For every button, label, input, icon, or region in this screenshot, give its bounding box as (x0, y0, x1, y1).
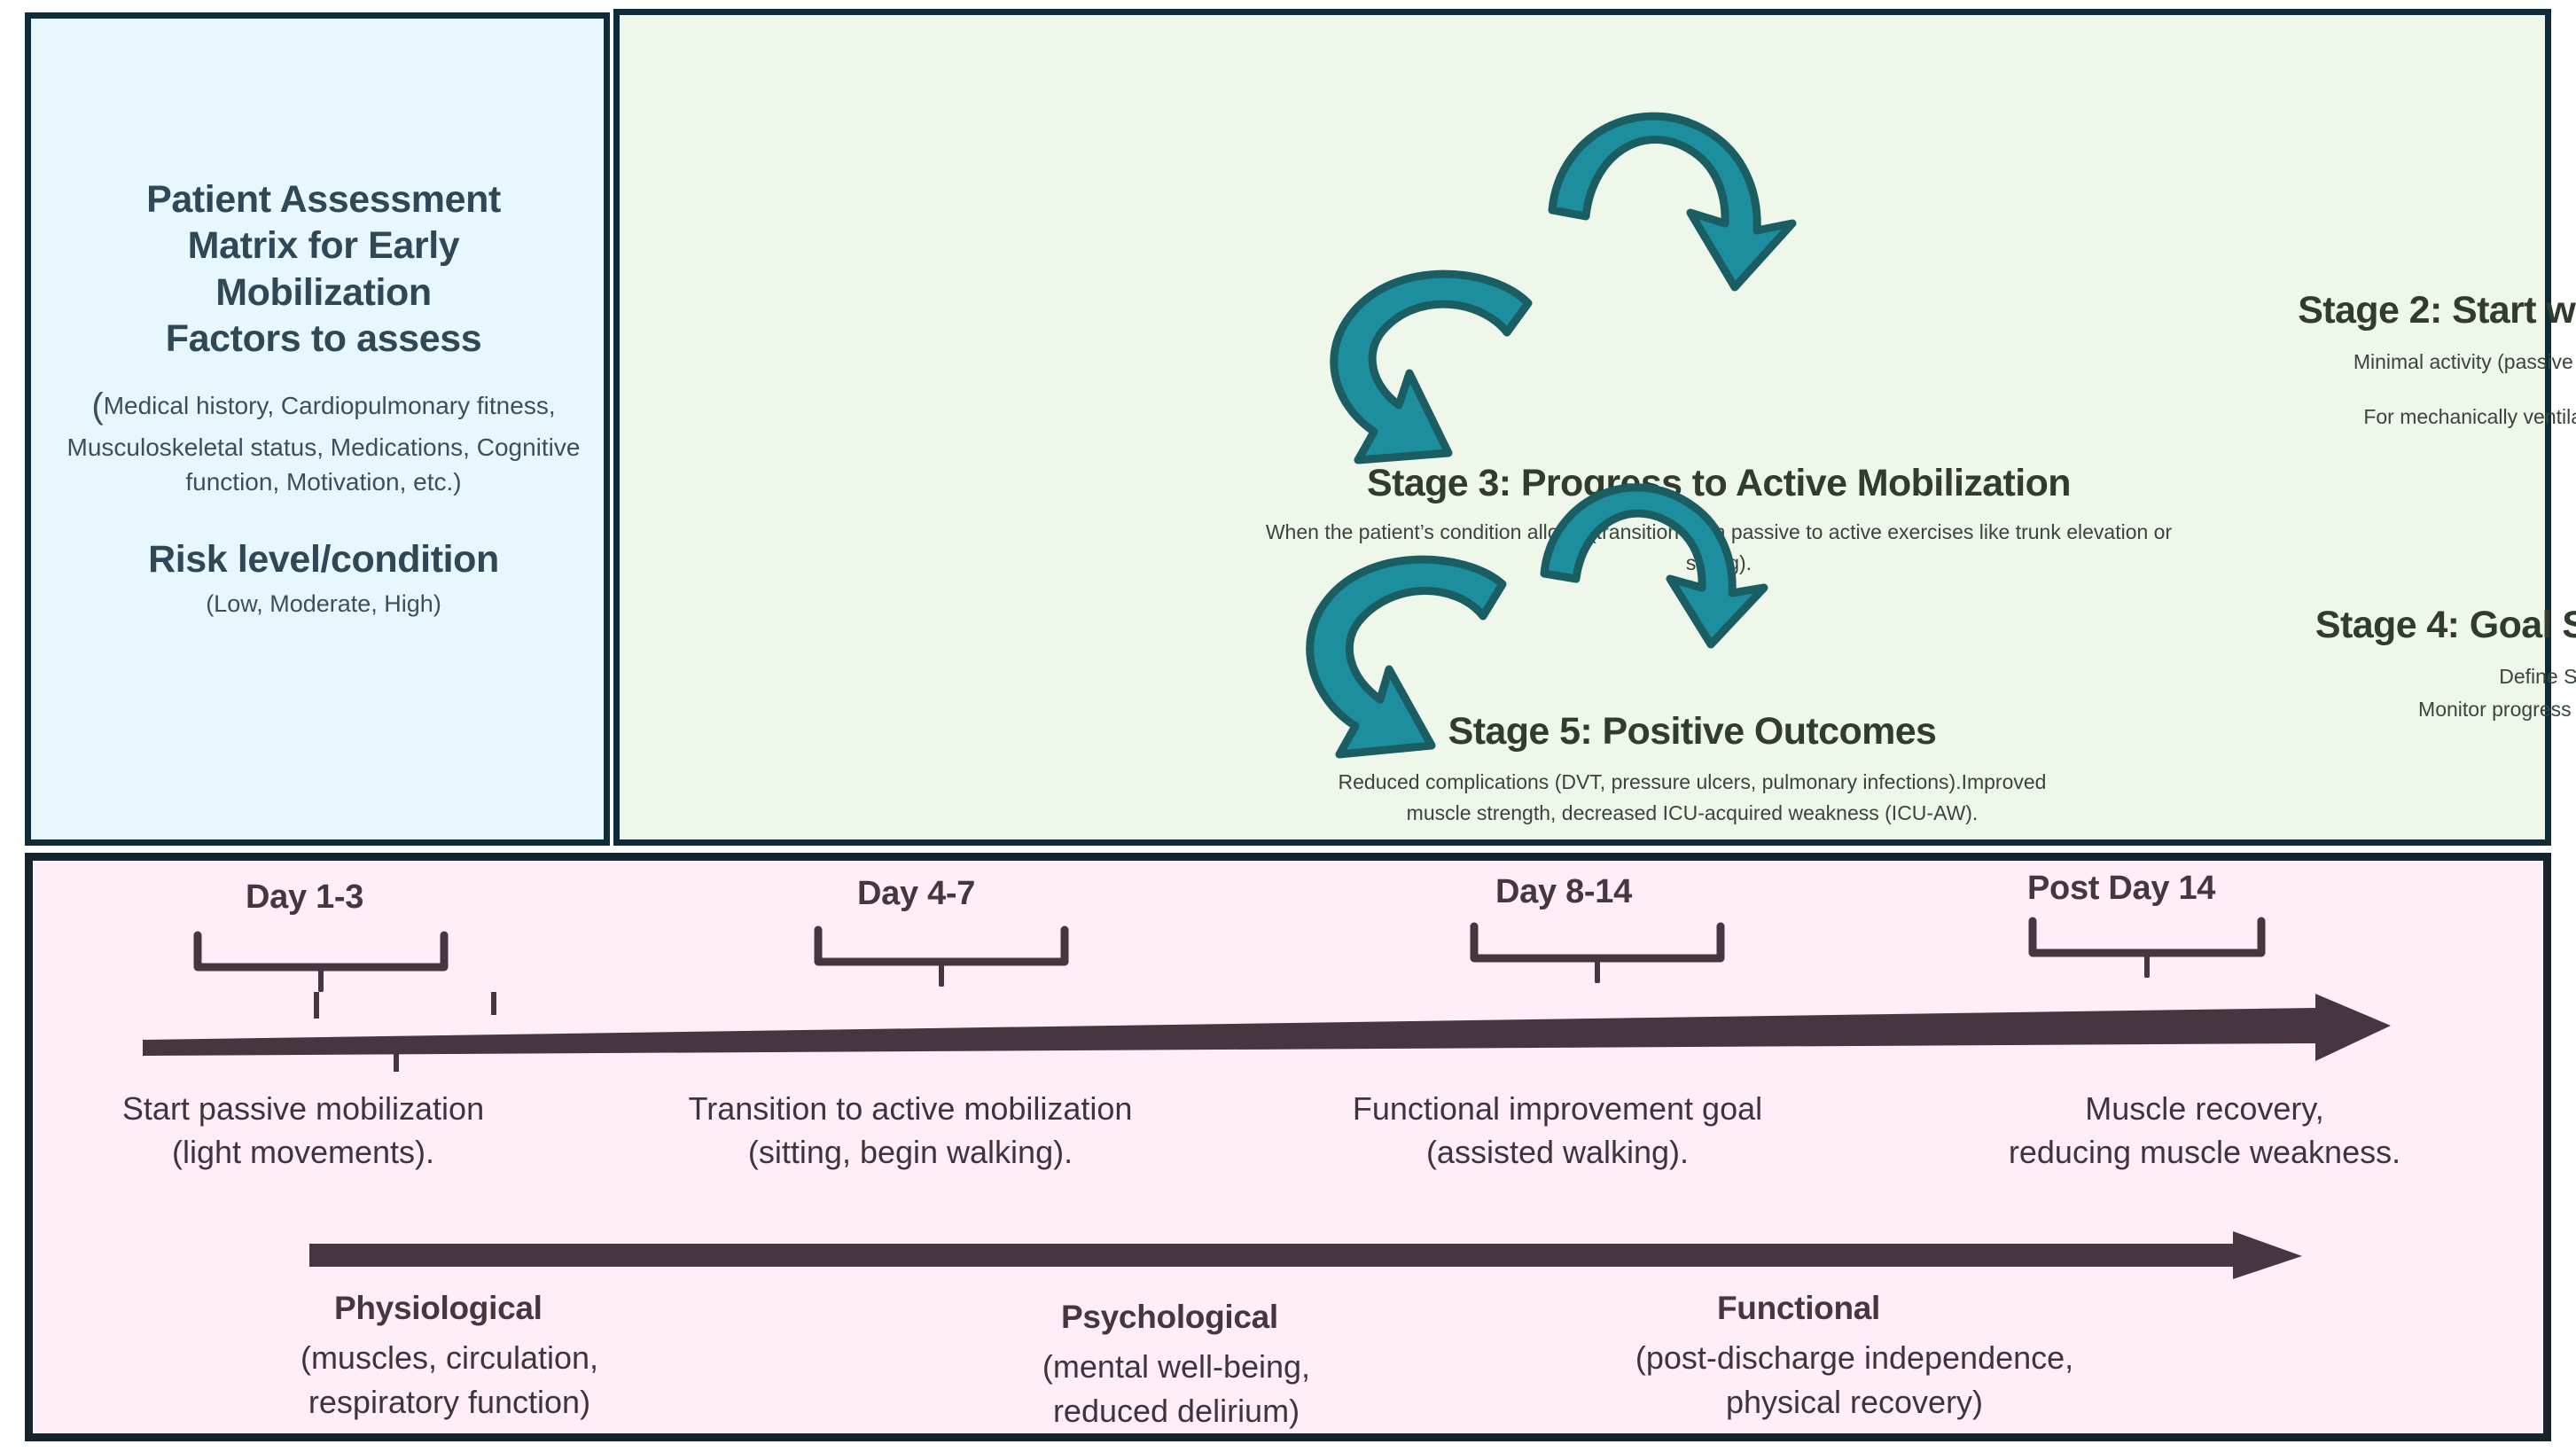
stage-5-body: Reduced complications (DVT, pressure ulc… (1222, 767, 2162, 828)
stage-4-line1: Define SMART and FITT goals. (2499, 665, 2576, 689)
stage-4-line2: Monitor progress (muscle strength, mobil… (2418, 698, 2576, 722)
category-sub-functional-line2: physical recovery) (1725, 1384, 1984, 1421)
stage-5-line2: muscle strength, decreased ICU-acquired … (1406, 800, 1979, 824)
right-arrow-icon-categories (309, 1231, 2302, 1279)
category-title-physiological: Physiological (334, 1290, 543, 1326)
stage-5-line1: Reduced complications (DVT, pressure ulc… (1338, 770, 2047, 794)
curved-arrow-icon-to-stage2 (1548, 112, 1797, 292)
stage-4-block: Stage 4: Goal Setting and Adaptation Def… (2180, 604, 2576, 726)
category-sub-physiological-line2: respiratory function) (308, 1384, 591, 1421)
timeline-label-post-day-14: Post Day 14 (2027, 870, 2216, 907)
patient-assessment-panel: Patient Assessment Matrix for Early Mobi… (25, 12, 610, 846)
timeline-desc-day-1-3-line1: Start passive mobilization (121, 1090, 485, 1127)
stage-2-line2: For mechanically ventilated or extracorp… (2363, 404, 2576, 428)
timeline-desc-day-4-7: Transition to active mobilization (sitti… (582, 1088, 1238, 1174)
timeline-desc-post-day-14: Muscle recovery, reducing muscle weaknes… (1868, 1088, 2541, 1174)
category-title-psychological: Psychological (1061, 1299, 1278, 1335)
category-sub-physiological-line1: (muscles, circulation, (300, 1339, 599, 1376)
category-sub-functional: (post-discharge independence, physical r… (1487, 1336, 2222, 1425)
curved-arrow-icon-to-stage4 (1540, 483, 1768, 649)
category-sub-psychological: (mental well-being, reduced delirium) (884, 1345, 1469, 1434)
category-sub-functional-line1: (post-discharge independence, (1635, 1339, 2074, 1376)
category-sub-physiological: (muscles, circulation, respiratory funct… (166, 1336, 733, 1425)
stage-2-line1: Minimal activity (passive movements, pos… (2353, 350, 2576, 374)
stage-4-body: Define SMART and FITT goals. Monitor pro… (2180, 660, 2576, 726)
range-bracket-icon-day-8-14 (1470, 922, 1725, 983)
stage-4-title: Stage 4: Goal Setting and Adaptation (2314, 604, 2576, 646)
stage-2-title: Stage 2: Start with Passive Mobilization (2298, 289, 2576, 332)
timeline-desc-day-1-3: Start passive mobilization (light moveme… (33, 1088, 574, 1174)
range-bracket-icon-day-1-3 (193, 931, 449, 992)
timeline-desc-post-day-14-line2: reducing muscle weakness. (2008, 1133, 2401, 1170)
assessment-content: Patient Assessment Matrix for Early Mobi… (66, 176, 581, 618)
stages-panel: Stage 2: Start with Passive Mobilization… (613, 9, 2576, 846)
stage-2-body: Minimal activity (passive movements, pos… (2180, 347, 2576, 432)
risk-level-values: (Low, Moderate, High) (206, 590, 441, 618)
timeline-desc-day-4-7-line1: Transition to active mobilization (688, 1090, 1133, 1127)
stage-2-block: Stage 2: Start with Passive Mobilization… (2180, 289, 2576, 432)
range-bracket-icon-post-day-14 (2028, 917, 2266, 978)
timeline-label-day-4-7: Day 4-7 (857, 875, 976, 912)
open-paren: ( (91, 386, 104, 425)
assessment-title: Patient Assessment Matrix for Early Mobi… (146, 178, 501, 361)
timeline-label-day-1-3: Day 1-3 (246, 878, 364, 916)
timeline-desc-day-8-14-line2: (assisted walking). (1425, 1133, 1690, 1170)
timeline-desc-post-day-14-line1: Muscle recovery, (2085, 1090, 2324, 1127)
timeline-desc-day-4-7-line2: (sitting, begin walking). (747, 1133, 1073, 1170)
category-sub-psychological-line1: (mental well-being, (1042, 1348, 1311, 1385)
curved-arrow-icon-to-stage3 (1330, 269, 1533, 464)
timeline-desc-day-1-3-line2: (light movements). (171, 1133, 435, 1170)
category-title-functional: Functional (1717, 1290, 1881, 1326)
spacer (2180, 378, 2576, 402)
assessment-factors-text: Medical history, Cardiopulmonary fitness… (66, 391, 581, 496)
timeline-panel: Day 1-3 Day 4-7 Day 8-14 Post Day 14 (25, 853, 2551, 1441)
timeline-desc-day-8-14: Functional improvement goal (assisted wa… (1247, 1088, 1868, 1174)
timeline-label-day-8-14: Day 8-14 (1495, 873, 1632, 910)
stage-3-title: Stage 3: Progress to Active Mobilization (1367, 462, 2072, 504)
category-sub-psychological-line2: reduced delirium) (1052, 1393, 1300, 1430)
right-arrow-icon-timeline (143, 992, 2391, 1072)
timeline-desc-day-8-14-line1: Functional improvement goal (1352, 1090, 1763, 1127)
range-bracket-icon-day-4-7 (814, 925, 1069, 987)
stage-5-title: Stage 5: Positive Outcomes (1448, 710, 1937, 753)
stage-5-block: Stage 5: Positive Outcomes Reduced compl… (1222, 710, 2162, 828)
curved-arrow-icon-to-stage5 (1306, 555, 1507, 759)
risk-level-title: Risk level/condition (148, 538, 499, 582)
assessment-factors: (Medical history, Cardiopulmonary fitnes… (66, 382, 581, 499)
